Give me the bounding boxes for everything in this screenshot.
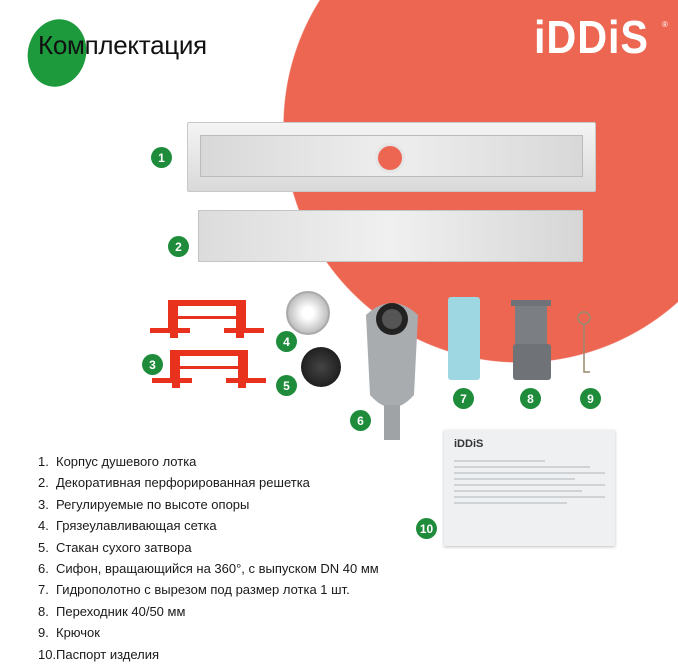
list-item: 6. Сифон, вращающийся на 360°, с выпуском… [38,558,379,579]
badge-7: 7 [453,388,474,409]
item-number: 6. [38,561,49,577]
strainer-image [286,291,330,335]
item-label: Переходник 40/50 мм [56,603,186,619]
registered-mark: ® [662,20,668,29]
waterproof-membrane-image [448,297,480,380]
item-number: 2. [38,475,49,491]
brand-logo: iDDiS [534,11,649,63]
page-title: Комплектация [38,30,207,60]
item-number: 8. [38,603,49,619]
dry-trap-cup-image [301,347,341,387]
badge-5: 5 [276,375,297,396]
product-passport-image: iDDiS [444,430,615,546]
item-number: 4. [38,518,49,534]
item-number: 5. [38,539,49,555]
badge-3: 3 [142,354,163,375]
list-item: 1. Корпус душевого лотка [38,451,379,472]
item-label: Корпус душевого лотка [56,454,197,469]
kit-contents-list: 1. Корпус душевого лотка 2. Декоративная п… [38,451,379,665]
badge-4: 4 [276,331,297,352]
support-image [152,350,266,388]
list-item: 7. Гидрополотно с вырезом под размер лотк… [38,579,379,600]
drain-tray-image [187,122,596,192]
badge-1: 1 [151,147,172,168]
item-label: Стакан сухого затвора [56,539,192,555]
list-item: 8. Переходник 40/50 мм [38,601,379,622]
list-item: 3. Регулируемые по высоте опоры [38,494,379,515]
item-number: 9. [38,625,49,641]
list-item: 4. Грязеулавливающая сетка [38,515,379,536]
badge-2: 2 [168,236,189,257]
item-label: Регулируемые по высоте опоры [56,496,250,512]
grate-image [198,210,583,262]
list-item: 5. Стакан сухого затвора [38,537,379,558]
item-number: 10. [38,646,57,662]
item-label: Гидрополотно с вырезом под размер лотка … [56,582,350,598]
list-item: 10.Паспорт изделия [38,644,379,665]
badge-9: 9 [580,388,601,409]
badge-10: 10 [416,518,437,539]
badge-8: 8 [520,388,541,409]
item-label: Сифон, вращающийся на 360°, с выпуском D… [56,561,379,577]
item-number: 3. [38,496,49,512]
item-label: Крючок [56,625,100,641]
hook-image [577,311,591,373]
item-label: Декоративная перфорированная решетка [56,475,310,491]
item-number: 1. [38,454,49,469]
badge-6: 6 [350,410,371,431]
siphon-image [366,303,418,440]
support-image [150,300,264,338]
item-label: Паспорт изделия [56,646,160,662]
list-item: 2. Декоративная перфорированная решетка [38,472,379,493]
passport-logo: iDDiS [454,438,484,450]
item-number: 7. [38,582,49,598]
list-item: 9. Крючок [38,622,379,643]
adapter-image [511,300,551,380]
item-label: Грязеулавливающая сетка [56,518,217,534]
